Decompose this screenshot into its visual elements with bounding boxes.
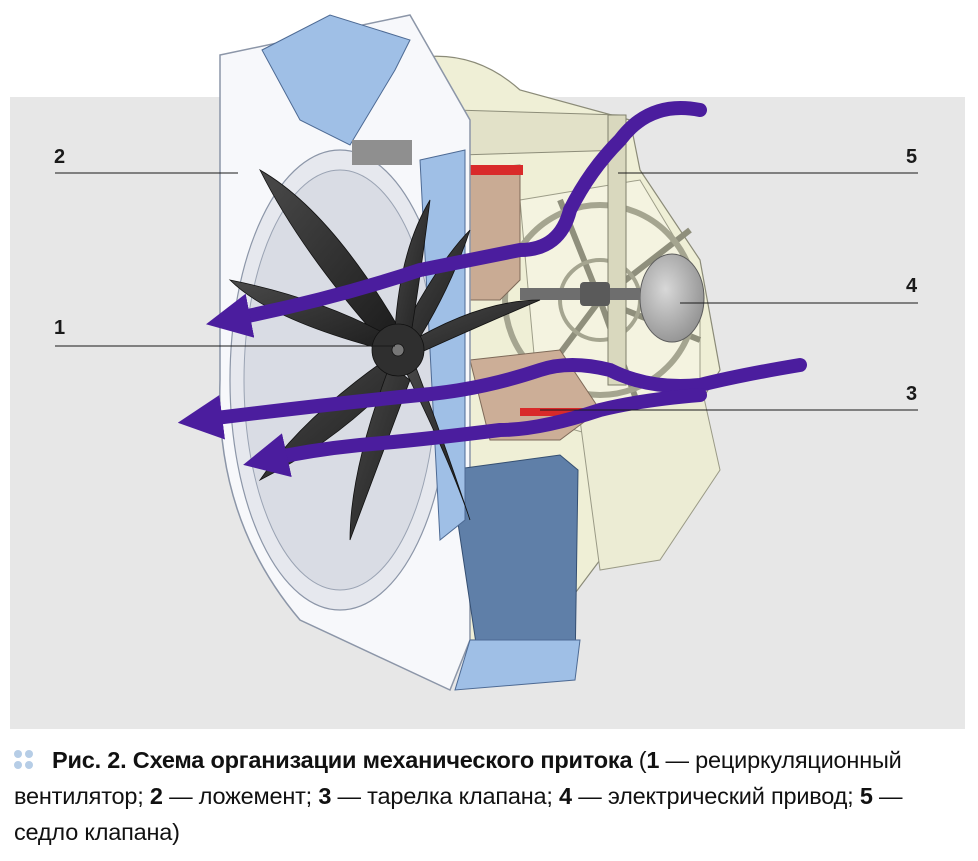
airflow-arrows	[177, 101, 807, 478]
caption-text-2: — ложемент;	[162, 783, 319, 809]
caption-text-1: — рециркуля­ционный вентилятор;	[14, 747, 902, 809]
figure-title: Схема организации механического притока	[132, 747, 633, 773]
figure-caption: Рис. 2. Схема организации механического …	[14, 742, 969, 850]
callout-4: 4	[906, 275, 918, 297]
caption-paren: (	[632, 747, 647, 773]
caption-text-4: — электри­ческий привод;	[571, 783, 860, 809]
callout-3: 3	[906, 383, 917, 405]
caption-text-3: — тарелка клапана;	[331, 783, 560, 809]
caption-num-1: 1	[646, 747, 660, 773]
caption-num-4: 4	[559, 783, 572, 809]
bullet-icon	[14, 750, 34, 770]
callout-5: 5	[906, 146, 917, 168]
caption-num-2: 2	[149, 783, 163, 809]
electric-drive	[520, 253, 705, 343]
callout-2: 2	[54, 146, 65, 168]
figure-label: Рис. 2.	[52, 747, 127, 773]
caption-num-5: 5	[859, 783, 873, 809]
callout-1: 1	[54, 317, 65, 339]
leader-lines	[55, 172, 918, 411]
caption-text-5: — седло клапана)	[14, 783, 903, 845]
cradle-frame	[218, 14, 581, 692]
caption-num-3: 3	[318, 783, 332, 809]
